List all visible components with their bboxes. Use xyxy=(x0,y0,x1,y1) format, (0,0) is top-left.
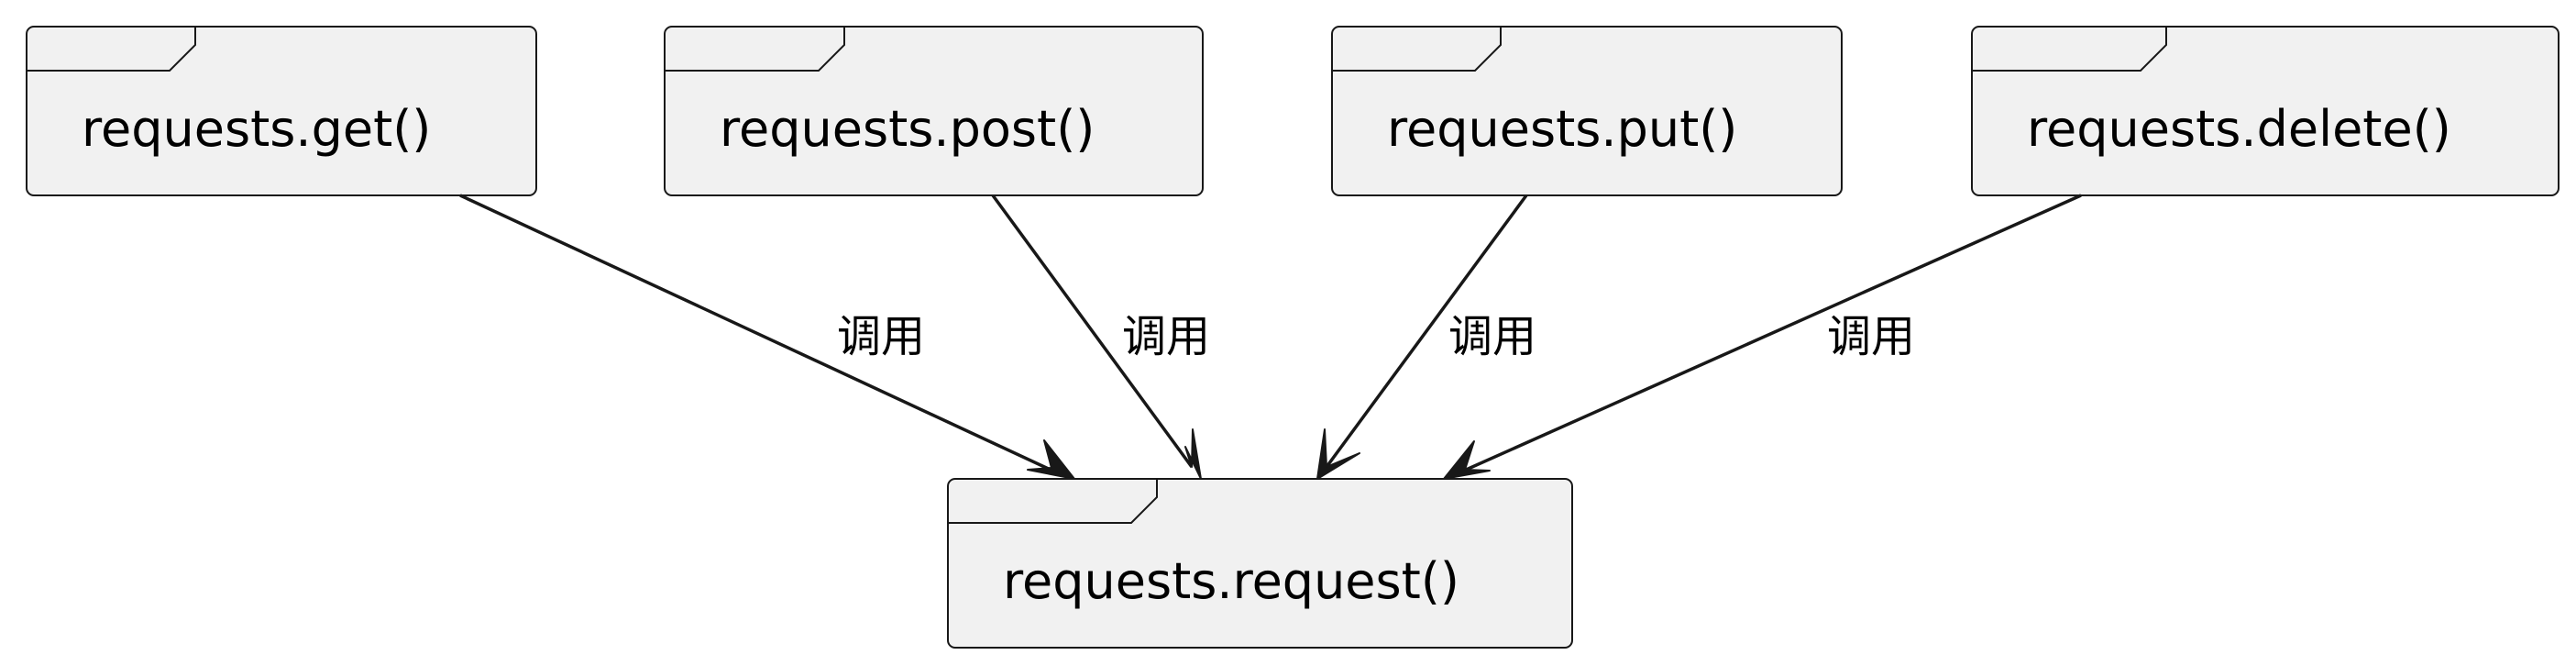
edge-put-to-request: 调用 xyxy=(1316,194,1536,480)
node-label: requests.get() xyxy=(82,100,431,158)
node-requests-post: requests.post() xyxy=(664,26,1204,196)
arrowhead xyxy=(1184,428,1202,480)
edge-get-to-request: 调用 xyxy=(459,194,1075,480)
edge-label: 调用 xyxy=(837,311,925,362)
arrowhead xyxy=(1443,440,1491,480)
edge-label: 调用 xyxy=(1448,311,1536,362)
node-requests-get: requests.get() xyxy=(26,26,537,196)
edge-label: 调用 xyxy=(1122,311,1210,362)
edge-post-to-request: 调用 xyxy=(991,194,1210,480)
node-label: requests.delete() xyxy=(2027,100,2451,158)
node-label: requests.put() xyxy=(1387,100,1737,158)
edge-label: 调用 xyxy=(1827,311,1915,362)
arrowhead xyxy=(1027,439,1075,480)
node-requests-delete: requests.delete() xyxy=(1971,26,2559,196)
node-label: requests.post() xyxy=(720,100,1095,158)
node-requests-put: requests.put() xyxy=(1331,26,1843,196)
edge-delete-to-request: 调用 xyxy=(1443,194,2082,480)
node-requests-request: requests.request() xyxy=(947,478,1573,649)
arrowhead xyxy=(1316,428,1360,480)
node-label: requests.request() xyxy=(1003,552,1459,610)
